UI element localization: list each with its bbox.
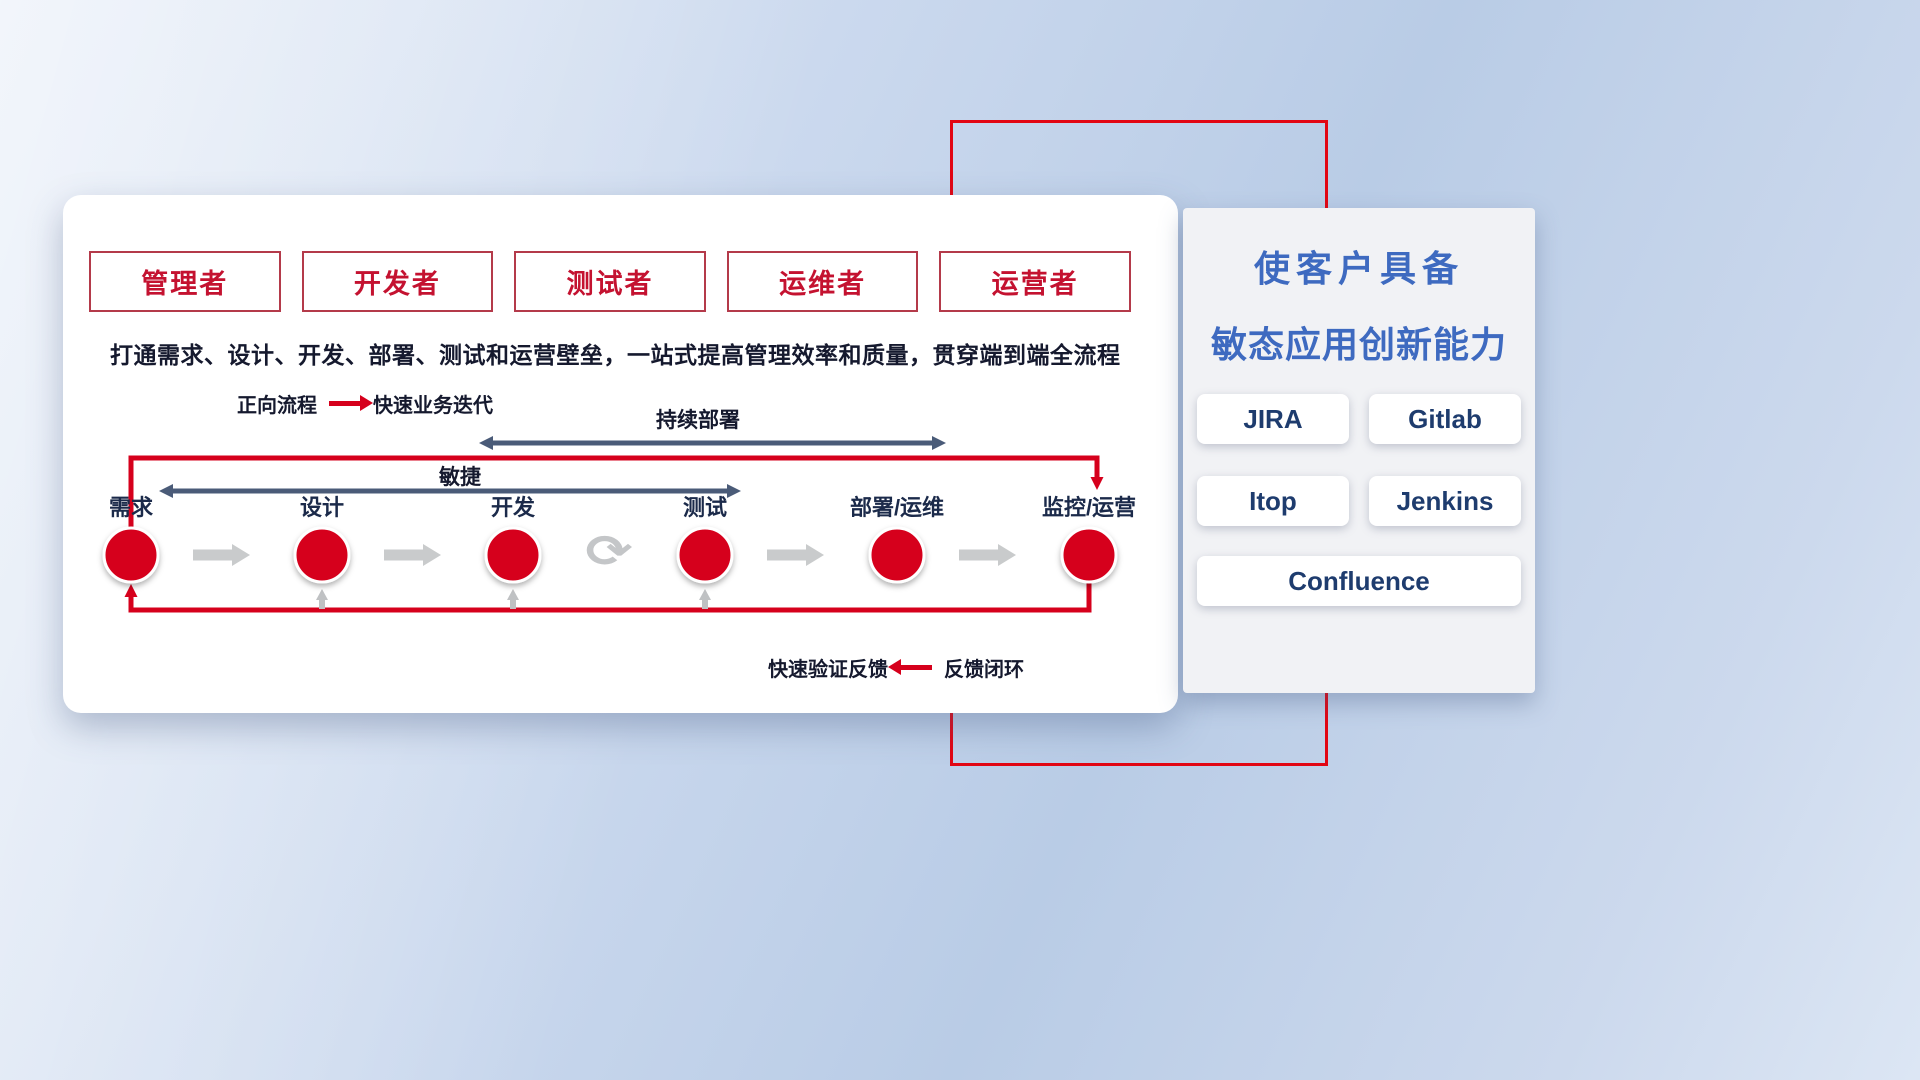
tool-itop: Itop	[1197, 476, 1349, 526]
legend-forward: 正向流程 快速业务迭代	[237, 389, 493, 418]
role-box-tester: 测试者	[514, 251, 706, 312]
role-box-operator: 运营者	[939, 251, 1131, 312]
panel-title-line2: 敏态应用创新能力	[1210, 324, 1507, 365]
forward-loop-line	[128, 455, 1104, 528]
agile-label: 敏捷	[439, 466, 481, 489]
role-box-ops: 运维者	[726, 251, 919, 312]
tool-confluence: Confluence	[1197, 556, 1521, 606]
tool-jira: JIRA	[1197, 394, 1349, 444]
flow-node-requirements	[102, 526, 160, 584]
role-box-manager: 管理者	[89, 251, 281, 312]
flow-node-design	[293, 526, 351, 584]
legend-forward-value: 快速业务迭代	[373, 395, 493, 417]
panel-title-line1: 使客户具备	[1253, 248, 1464, 289]
role-box-developer: 开发者	[301, 251, 494, 312]
iteration-loop-icon: ⟳	[585, 525, 633, 578]
forward-arrow-icon	[329, 395, 373, 411]
flow-node-label-monitor-operations: 监控/运营	[1041, 495, 1137, 520]
flow-node-label-development: 开发	[490, 495, 535, 520]
continuous-deploy-label: 持续部署	[656, 409, 740, 432]
legend-feedback: 快速验证反馈 反馈闭环	[768, 653, 1024, 682]
legend-forward-label: 正向流程	[237, 395, 317, 417]
legend-feedback-label: 快速验证反馈	[768, 659, 888, 681]
flow-node-testing	[676, 526, 734, 584]
flow-node-deploy-ops	[868, 526, 926, 584]
flow-node-label-requirements: 需求	[108, 495, 153, 520]
flow-node-monitor-operations	[1060, 526, 1118, 584]
flow-node-label-deploy-ops: 部署/运维	[849, 495, 945, 520]
devops-flow-card: 管理者 开发者 测试者 运维者 运营者 打通需求、设计、开发、部署、测试和运营壁…	[63, 195, 1178, 713]
panel-title: 使客户具备 敏态应用创新能力	[1183, 240, 1535, 368]
tool-gitlab: Gitlab	[1369, 394, 1521, 444]
tool-jenkins: Jenkins	[1369, 476, 1521, 526]
feedback-loop-line	[124, 582, 1092, 613]
roles-row: 管理者 开发者 测试者 运维者 运营者	[89, 251, 1131, 312]
flow-node-label-testing: 测试	[682, 495, 727, 520]
flow-diagram	[102, 436, 1118, 613]
legend-feedback-value: 反馈闭环	[944, 659, 1024, 681]
flow-node-label-design: 设计	[299, 495, 344, 520]
description-text: 打通需求、设计、开发、部署、测试和运营壁垒，一站式提高管理效率和质量，贯穿端到端…	[110, 342, 1121, 368]
flow-node-development	[484, 526, 542, 584]
capability-panel: 使客户具备 敏态应用创新能力 JIRA Gitlab Itop Jenkins …	[1183, 208, 1535, 693]
feedback-arrow-icon	[888, 659, 932, 675]
